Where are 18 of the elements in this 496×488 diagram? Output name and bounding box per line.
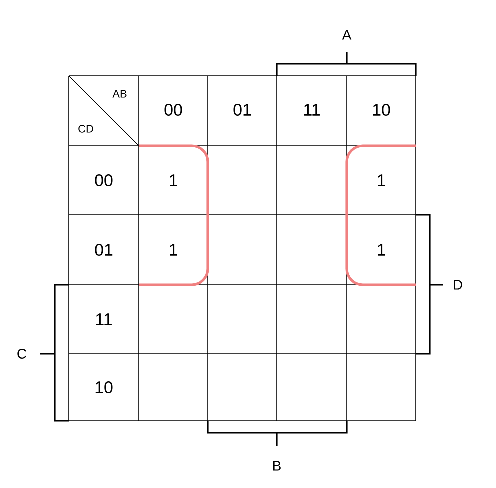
row-header: 10 (96, 382, 113, 394)
column-header: 01 (234, 104, 252, 116)
variable-label: CD (78, 125, 94, 133)
cell-value: 1 (170, 244, 178, 256)
bracket-label: C (18, 349, 26, 359)
column-header: 00 (164, 104, 182, 116)
variable-label: AB (112, 90, 127, 98)
column-header: 11 (304, 104, 320, 116)
row-header: 01 (95, 244, 113, 256)
row-header: 11 (96, 314, 112, 326)
bracket-label: B (274, 461, 281, 471)
cell-value: 1 (378, 244, 386, 256)
row-header: 00 (95, 174, 113, 186)
bracket-label: A (342, 30, 352, 40)
bracket-label: D (454, 280, 462, 290)
cell-value: 1 (170, 174, 178, 186)
cell-value: 1 (378, 174, 386, 186)
column-header: 10 (373, 104, 390, 116)
